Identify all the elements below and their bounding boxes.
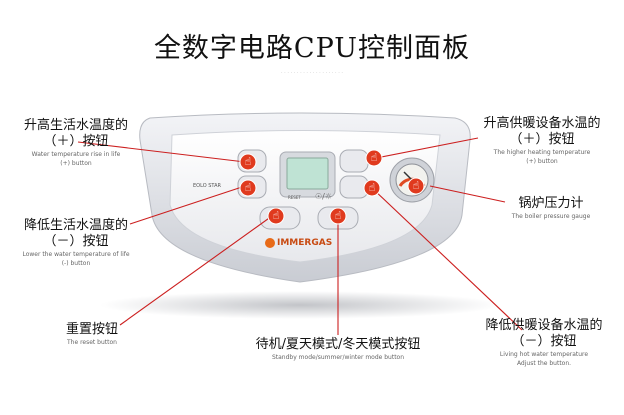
callout-pressure-gauge: 锅炉压力计 The boiler pressure gauge (511, 196, 591, 220)
hand-pointer-icon: ☝ (334, 209, 342, 222)
panel-mode-symbol: ☉/☼ (315, 192, 333, 201)
marker-dots (239, 149, 425, 225)
hand-pointer-icon: ☝ (368, 181, 376, 194)
callout-dhw-up: 升高生活水温度的 （＋）按钮 Water temperature rise in… (23, 118, 128, 167)
callout-heat-up: 升高供暖设备水温的 （＋）按钮 The higher heating tempe… (483, 116, 601, 165)
hand-pointer-icon: ☝ (412, 179, 420, 192)
leader-lines (77, 137, 523, 335)
hand-pointer-icon: ☝ (370, 151, 378, 164)
faint-caption: · · · · · · · · · · · · · · · · · · · · (281, 70, 343, 76)
lcd-display (286, 157, 329, 190)
panel-brand: IMMERGAS (277, 238, 333, 248)
hand-pointer-icon: ☝ (272, 209, 280, 222)
callout-mode: 待机/夏天模式/冬天模式按钮 Standby mode/summer/winte… (255, 337, 421, 361)
brand-logo-icon (265, 238, 275, 248)
panel-shadow (100, 291, 500, 319)
hand-pointer-icon: ☝ (244, 181, 252, 194)
callout-dhw-down: 降低生活水温度的 （－）按钮 Lower the water temperatu… (22, 218, 130, 267)
callout-heat-down: 降低供暖设备水温的 （－）按钮 Living hot water tempera… (485, 318, 603, 367)
panel-model: EOLO STAR (193, 183, 221, 189)
page-title: 全数字电路CPU控制面板 (153, 33, 471, 64)
panel-reset-text: RESET (288, 195, 301, 200)
callout-reset: 重置按钮 The reset button (65, 322, 118, 346)
hand-pointer-icon: ☝ (244, 155, 252, 168)
